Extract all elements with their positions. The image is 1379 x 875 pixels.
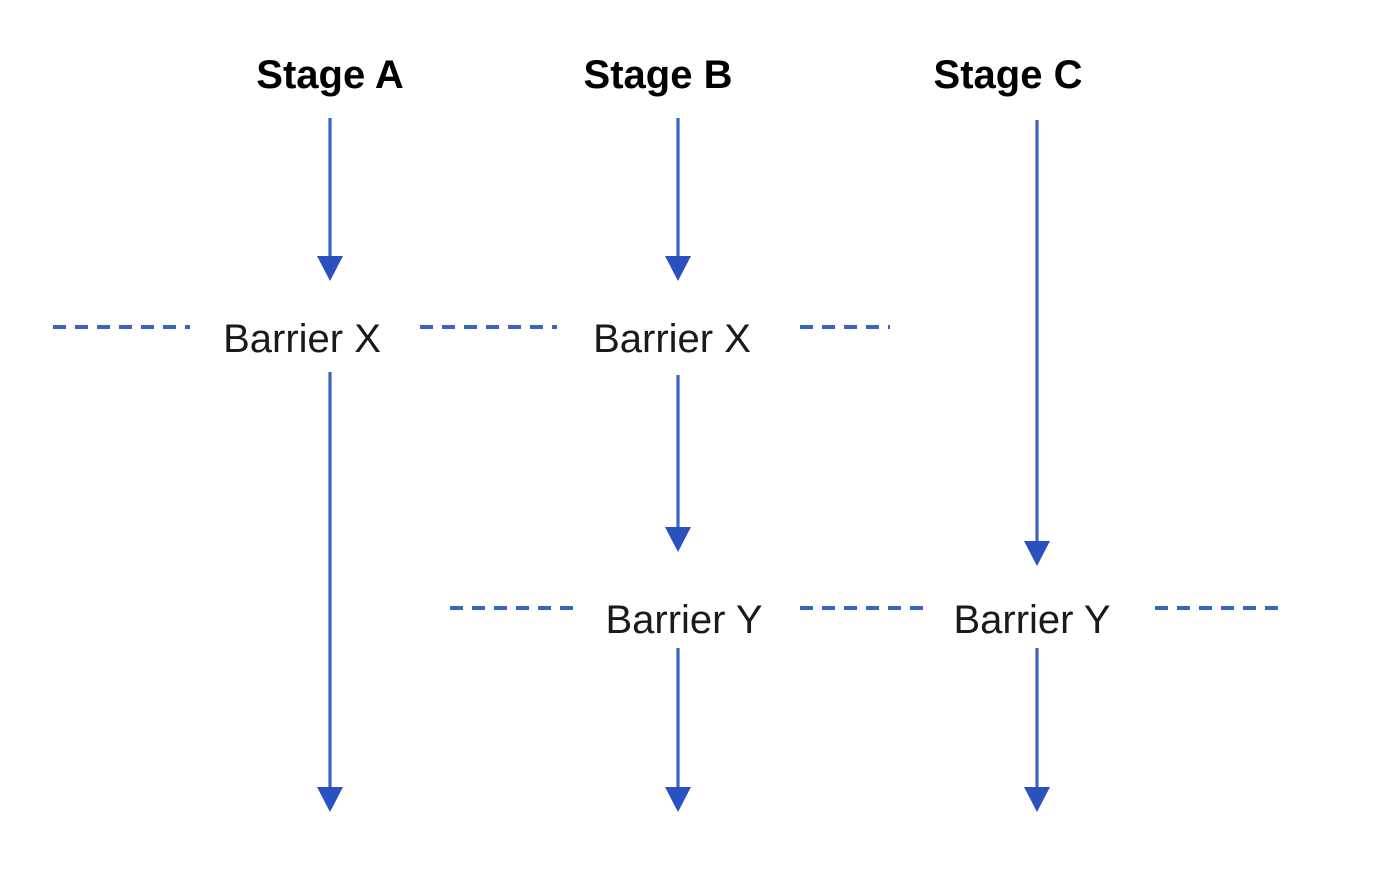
arrow-barrier-x-b-to-barrier-y-b — [665, 375, 691, 552]
barrier-label-y-stage-c: Barrier Y — [953, 598, 1110, 642]
barrier-label-x-stage-a: Barrier X — [223, 317, 381, 361]
barrier-x-row: Barrier X Barrier X — [53, 317, 890, 361]
arrow-head-icon — [665, 256, 691, 281]
arrow-head-icon — [665, 787, 691, 812]
arrow-stage-b-to-barrier-x — [665, 118, 691, 281]
stage-label-c: Stage C — [934, 53, 1083, 97]
stage-labels-group: Stage A Stage B Stage C — [256, 53, 1082, 97]
arrow-head-icon — [1024, 541, 1050, 566]
arrow-stage-c-to-barrier-y — [1024, 120, 1050, 566]
arrow-head-icon — [665, 527, 691, 552]
stage-label-a: Stage A — [256, 53, 403, 97]
arrow-stage-a-to-barrier-x — [317, 118, 343, 281]
barrier-y-row: Barrier Y Barrier Y — [450, 598, 1282, 642]
barrier-label-x-stage-b: Barrier X — [593, 317, 751, 361]
stage-label-b: Stage B — [584, 53, 733, 97]
arrow-head-icon — [1024, 787, 1050, 812]
arrow-head-icon — [317, 787, 343, 812]
arrow-barrier-x-a-to-output — [317, 372, 343, 812]
barrier-label-y-stage-b: Barrier Y — [605, 598, 762, 642]
arrow-barrier-y-c-to-output — [1024, 648, 1050, 812]
arrow-barrier-y-b-to-output — [665, 648, 691, 812]
arrows-group — [317, 118, 1050, 812]
arrow-head-icon — [317, 256, 343, 281]
